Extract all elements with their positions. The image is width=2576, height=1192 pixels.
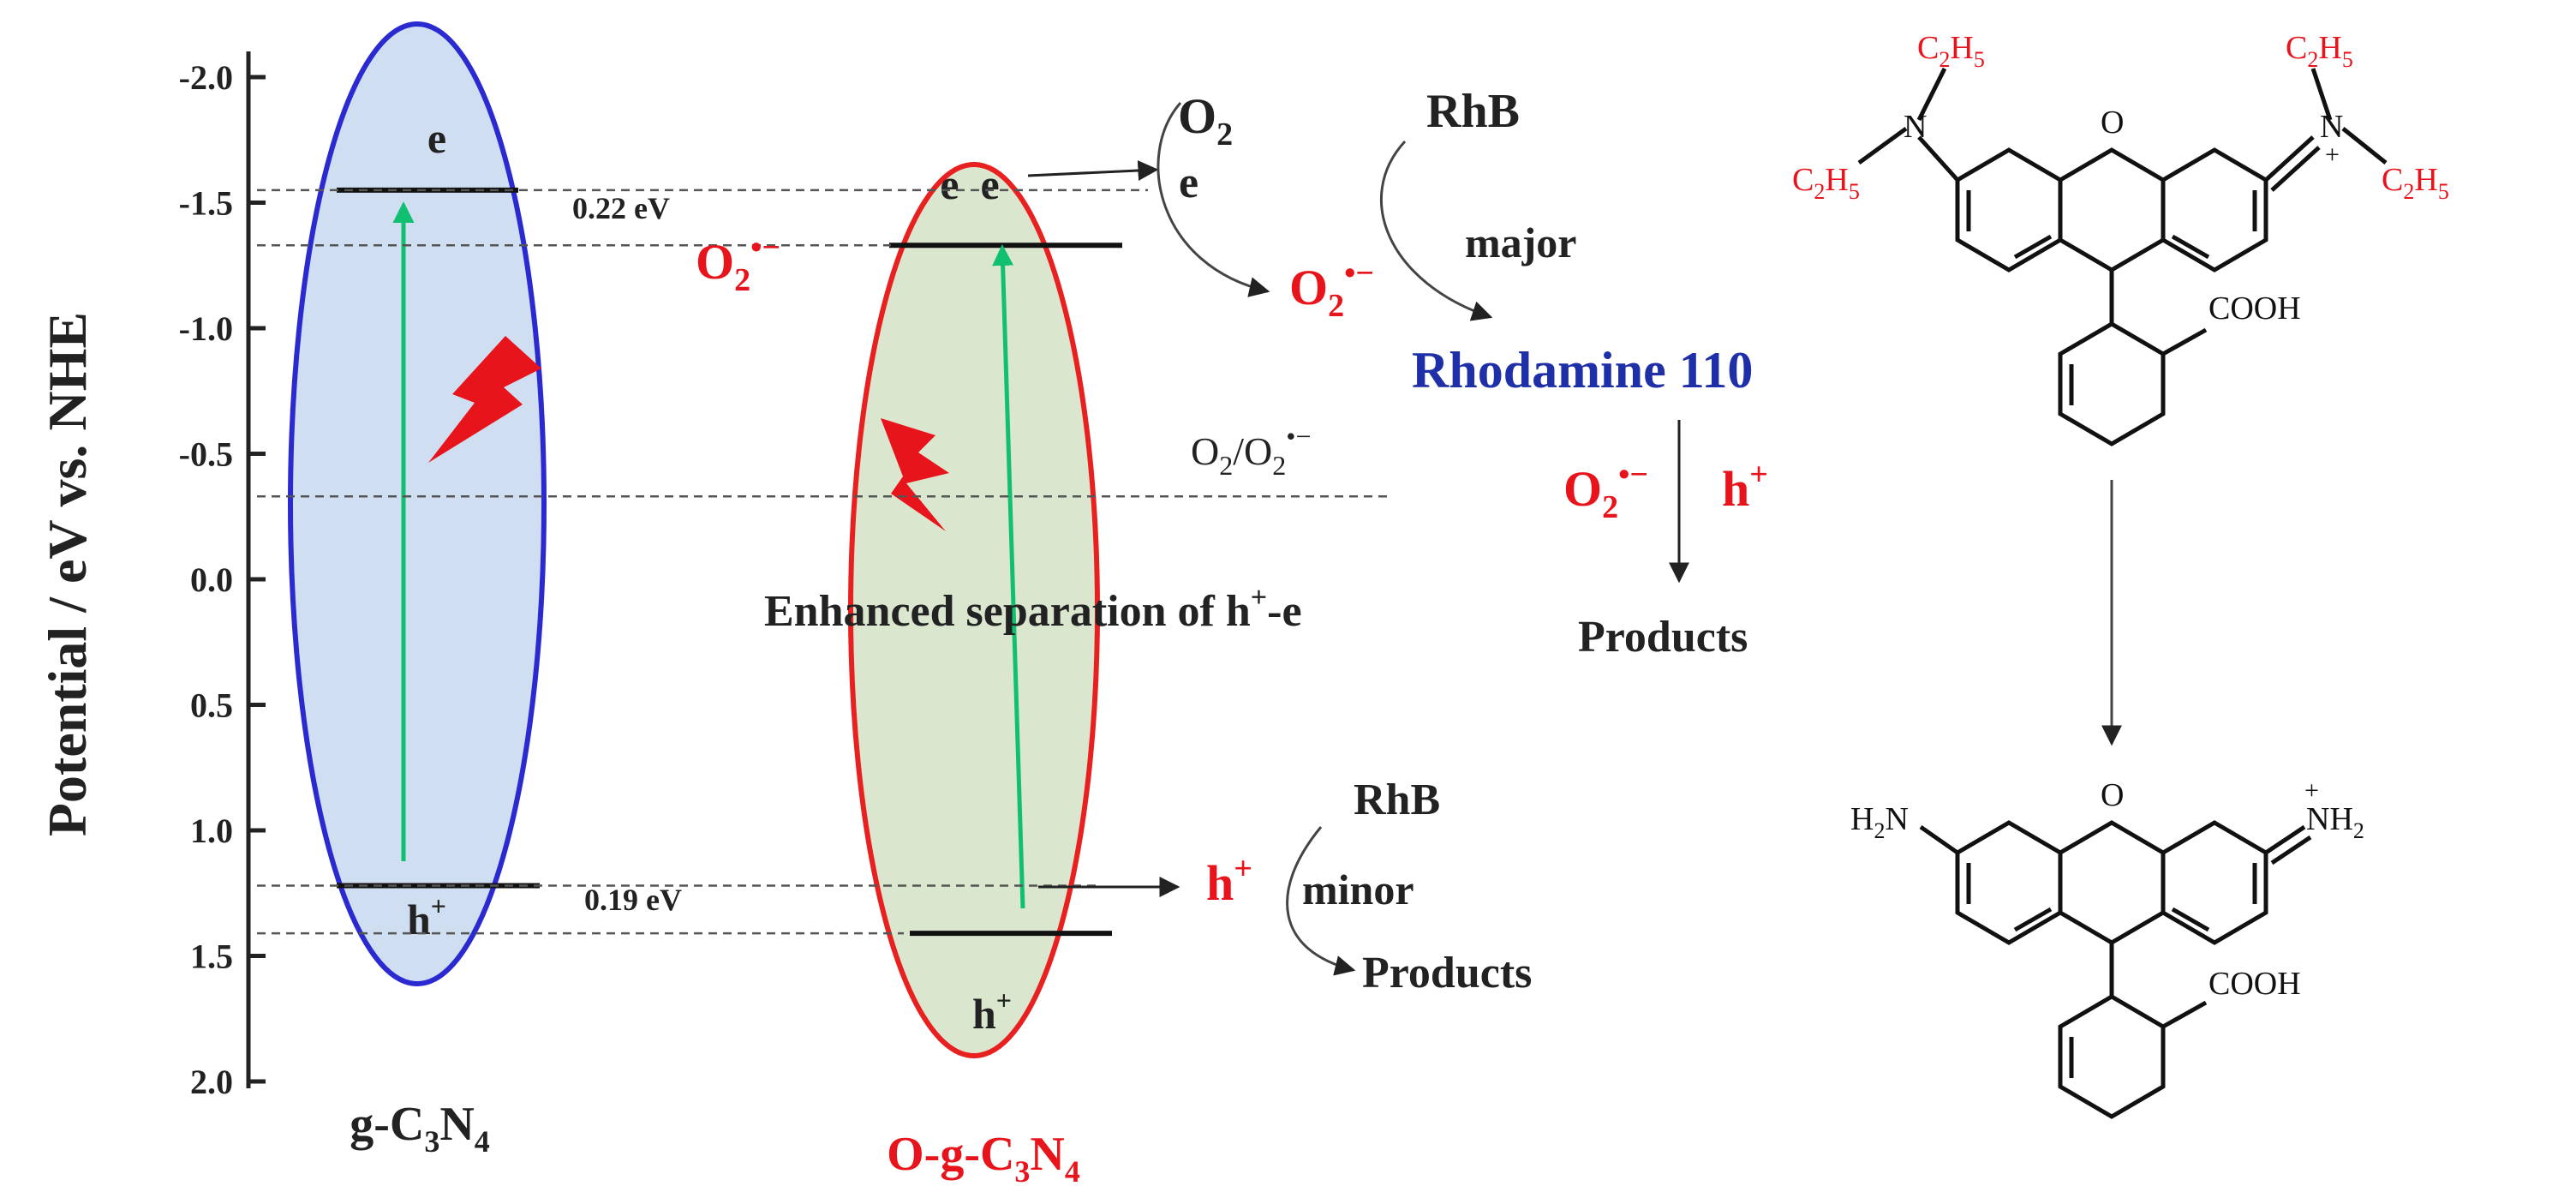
cb-offset-label: 0.22 eV [572, 191, 670, 225]
rh110-h2n-label: H2N [1850, 801, 1909, 843]
rh110-amine-bond [1919, 824, 1959, 855]
y-axis-tick-label: 1.0 [190, 812, 233, 850]
superoxide-left-label: O2•− [696, 230, 780, 298]
rhb-molecule-structure [1857, 67, 2388, 446]
y-axis-tick-label: 2.0 [190, 1063, 233, 1101]
ogcn-band-ellipse [848, 162, 1100, 1058]
rh110-cooh-label: COOH [2208, 966, 2301, 1002]
enhanced-separation-label: Enhanced separation of h+-e [764, 582, 1302, 636]
rhb-nitrogen-bond [1917, 135, 1959, 182]
minor-pathway-curve-arrow [1286, 826, 1356, 976]
rh110-carboxyl-bond [2161, 1000, 2208, 1029]
rhb-phenyl-ring [2058, 321, 2166, 446]
rhb-center-ring [2058, 147, 2166, 273]
rh110-nh2-label: NH2 [2306, 801, 2364, 843]
electron-label: e [1179, 159, 1198, 207]
gcn-light-bolt-icon [428, 336, 541, 463]
rh110-right-ring-double-bond [2171, 907, 2210, 932]
rh110-iminium-double-bond [2264, 824, 2306, 855]
gcn-vb-hole-label: h+ [407, 890, 446, 943]
rh110-charge-label: + [2304, 776, 2319, 805]
y-axis-tick-label: 0.5 [190, 686, 233, 725]
ogcn-name-label: O-g-C3N4 [887, 1128, 1080, 1189]
minor-label: minor [1302, 866, 1414, 913]
rhb-left-ring [1955, 147, 2063, 273]
y-axis: -2.0 -1.5 -1.0 -0.5 0.0 0.5 1.0 1.5 2.0 Potentia… [37, 51, 266, 1101]
superoxide-center-label: O2•− [1289, 255, 1374, 324]
rhb-right-ring-double-bond [2171, 234, 2210, 260]
o2-reduction-curve-arrow [1157, 102, 1270, 297]
gcn-name-label: g-C3N4 [350, 1098, 490, 1159]
y-axis-tick-label: -0.5 [179, 435, 233, 474]
hole-minor-label: h+ [1206, 851, 1252, 911]
major-pathway-curve-arrow [1380, 140, 1493, 321]
rh110-left-ring [1955, 820, 2063, 945]
gcn-band-ellipse [288, 21, 547, 986]
rh110-molecule-labels: O H2N NH2 + COOH [1850, 776, 2364, 1002]
o2-label: O2 [1178, 88, 1233, 153]
rhodamine110-label: Rhodamine 110 [1412, 342, 1753, 398]
rh110-right-ring [2161, 820, 2268, 945]
rhb-left-ring-double-bond [2013, 234, 2053, 260]
rhb-cooh-label: COOH [2208, 291, 2301, 326]
rhb-right-nitrogen-label: N [2320, 109, 2343, 145]
ogcn-cb-electrons-label: e e [940, 160, 999, 208]
y-axis-tick-label: 0.0 [190, 560, 233, 599]
rh110-phenyl-ring [2058, 994, 2166, 1119]
products-major-label: Products [1578, 613, 1748, 662]
products-minor-label: Products [1362, 949, 1532, 997]
y-axis-tick-label: -1.0 [179, 309, 233, 348]
rh110-iminium-double-bond [2270, 835, 2312, 866]
rh110-molecule-structure [1919, 820, 2312, 1119]
rhb-ethyl-bond [2341, 127, 2388, 165]
rhb-molecule-labels: O N N + C2H5 C2H5 C2H5 C2H5 COOH [1792, 30, 2449, 326]
rhb-ethyl-label: C2H5 [2286, 30, 2353, 72]
rhb-minor-label: RhB [1354, 776, 1440, 824]
y-axis-tick-label: 1.5 [190, 937, 233, 976]
rhb-ethyl-bond [2310, 68, 2333, 121]
major-label: major [1465, 219, 1577, 267]
rhb-left-nitrogen-label: N [1904, 109, 1927, 145]
rh110-left-ring-double-bond [2013, 907, 2053, 932]
hole-right-label: h+ [1722, 457, 1768, 517]
y-axis-label: Potential / eV vs. NHE [37, 312, 98, 836]
rhb-iminium-double-bond [2264, 135, 2315, 182]
rhb-ethyl-label: C2H5 [1917, 30, 1985, 72]
rhb-ethyl-label: C2H5 [2382, 162, 2449, 204]
y-axis-tick-label: -2.0 [179, 58, 233, 97]
rhb-ethyl-bond [1916, 67, 1947, 122]
ogcn-vb-hole-label: h+ [972, 985, 1012, 1038]
y-axis-tick-label: -1.5 [179, 184, 233, 223]
y-axis-ticks: -2.0 -1.5 -1.0 -0.5 0.0 0.5 1.0 1.5 2.0 [179, 58, 266, 1101]
gcn-cb-electron-label: e [427, 114, 446, 162]
vb-offset-label: 0.19 eV [584, 883, 682, 917]
rhb-charge-label: + [2325, 141, 2340, 169]
rhb-ethyl-label: C2H5 [1792, 162, 1860, 204]
ogcn-excitation-arrow [992, 244, 1025, 909]
rhb-iminium-double-bond [2270, 146, 2321, 192]
ogcn-light-bolt-icon [881, 418, 949, 531]
rh110-center-ring [2058, 820, 2166, 945]
rhb-ethyl-bond [1857, 126, 1908, 165]
superoxide-right-label: O2•− [1563, 457, 1648, 525]
electron-transfer-arrow [1027, 160, 1159, 181]
rhb-oxygen-label: O [2101, 105, 2124, 141]
rh110-oxygen-label: O [2101, 777, 2124, 813]
rhb-carboxyl-bond [2161, 327, 2208, 356]
rhb-major-label: RhB [1426, 85, 1520, 138]
rhb-right-ring [2161, 147, 2268, 273]
o2-couple-label: O2/O2•− [1191, 421, 1311, 481]
